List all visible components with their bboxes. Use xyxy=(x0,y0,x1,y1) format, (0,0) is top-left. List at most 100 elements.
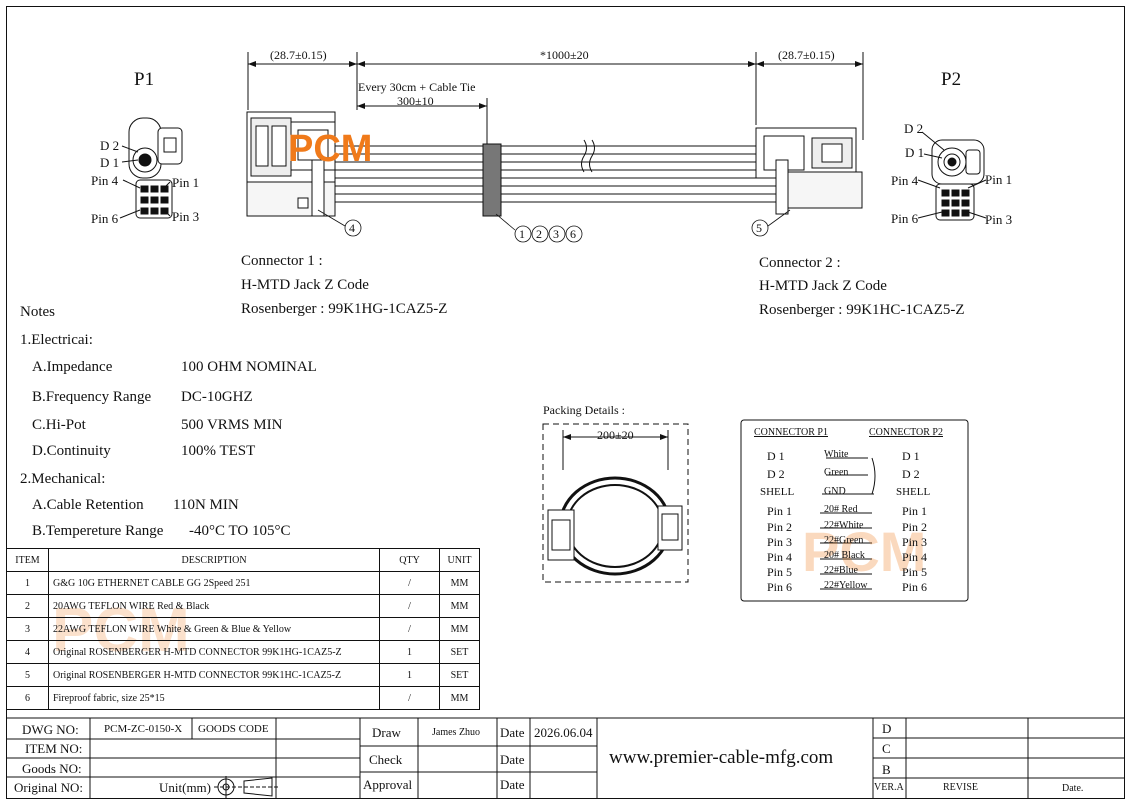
wiring-left: Pin 3 xyxy=(767,535,793,549)
item-no-label: ITEM NO: xyxy=(25,741,83,756)
notes-title: Notes xyxy=(20,304,55,320)
wiring-right: Pin 2 xyxy=(902,520,928,534)
version-label: VER.A xyxy=(874,782,904,793)
retention-label: A.Cable Retention xyxy=(32,497,144,513)
wiring-wire: 22#Blue xyxy=(824,565,858,576)
p2-pin1-label: Pin 1 xyxy=(985,172,1013,187)
goods-no-label: Goods NO: xyxy=(22,761,82,776)
bom-header-item: ITEM xyxy=(6,548,49,572)
wiring-header-p1: CONNECTOR P1 xyxy=(754,427,828,438)
wiring-right: Pin 4 xyxy=(902,550,928,564)
callout-2: 2 xyxy=(536,227,542,241)
draw-date-value: 2026.06.04 xyxy=(534,725,593,740)
wiring-left: Pin 1 xyxy=(767,504,793,518)
draw-label: Draw xyxy=(372,725,401,740)
impedance-value: 100 OHM NOMINAL xyxy=(181,359,317,375)
website: www.premier-cable-mfg.com xyxy=(609,747,834,768)
bom-cell-qty: / xyxy=(379,686,440,710)
p1-title: P1 xyxy=(134,69,155,90)
wiring-right: Pin 3 xyxy=(902,535,928,549)
bom-cell-unit: SET xyxy=(439,663,480,687)
overall-length-dimension: *1000±20 xyxy=(540,48,589,62)
wiring-right: D 1 xyxy=(902,449,920,463)
p2-d2-label: D 2 xyxy=(904,121,924,136)
p1-d1-label: D 1 xyxy=(100,155,120,170)
callout-4: 4 xyxy=(349,221,355,235)
bom-cell-description: 22AWG TEFLON WIRE White & Green & Blue &… xyxy=(47,617,381,641)
approval-date-label: Date xyxy=(500,777,525,792)
p2-pin4-label: Pin 4 xyxy=(891,173,919,188)
p2-d1-label: D 1 xyxy=(905,145,925,160)
bom-cell-item: 1 xyxy=(6,571,49,595)
temperature-value: -40°C TO 105°C xyxy=(189,523,291,539)
bom-cell-qty: 1 xyxy=(379,640,440,664)
bom-cell-qty: / xyxy=(379,617,440,641)
wiring-wire: 22#White xyxy=(824,520,864,531)
wiring-wire: 22#Yellow xyxy=(824,580,868,591)
p2-pin3-label: Pin 3 xyxy=(985,212,1013,227)
bom-cell-unit: MM xyxy=(439,686,480,710)
wiring-right: Pin 5 xyxy=(902,565,928,579)
dwg-label: DWG NO: xyxy=(22,722,79,737)
revise-label: REVISE xyxy=(943,782,978,793)
wiring-wire: 20# Black xyxy=(824,550,865,561)
callout-5: 5 xyxy=(756,221,762,235)
p2-pin6-label: Pin 6 xyxy=(891,211,919,226)
wiring-wire: 22#Green xyxy=(824,535,864,546)
hipot-label: C.Hi-Pot xyxy=(32,417,86,433)
wiring-right: D 2 xyxy=(902,467,920,481)
retention-value: 110N MIN xyxy=(173,497,239,513)
bom-cell-item: 4 xyxy=(6,640,49,664)
frequency-label: B.Frequency Range xyxy=(32,389,152,405)
connector2-title: Connector 2 : xyxy=(759,255,841,271)
connector2-type: H-MTD Jack Z Code xyxy=(759,278,887,294)
bom-cell-unit: MM xyxy=(439,571,480,595)
check-label: Check xyxy=(369,752,403,767)
p1-connector-face xyxy=(119,117,183,219)
callout-1: 1 xyxy=(519,227,525,241)
wiring-wire: White xyxy=(824,449,849,460)
notes-mechanical: 2.Mechanical: xyxy=(20,471,106,487)
wiring-left: Pin 4 xyxy=(767,550,793,564)
right-connector-dimension: (28.7±0.15) xyxy=(778,48,835,62)
wiring-right: Pin 1 xyxy=(902,504,928,518)
bom-header-unit: UNIT xyxy=(439,548,480,572)
rev-c: C xyxy=(882,741,891,756)
frequency-value: DC-10GHZ xyxy=(181,389,253,405)
check-date-label: Date xyxy=(500,752,525,767)
cable-tie-note: Every 30cm + Cable Tie xyxy=(358,80,476,94)
temperature-label: B.Temperetur​e Range xyxy=(32,523,164,539)
continuity-label: D.Continuity xyxy=(32,443,111,459)
bom-header-row: ITEM DESCRIPTION QTY UNIT xyxy=(6,548,480,572)
p1-pin3-label: Pin 3 xyxy=(172,209,200,224)
wiring-header-p2: CONNECTOR P2 xyxy=(869,427,943,438)
impedance-label: A.Impedance xyxy=(32,359,113,375)
draw-value: James Zhuo xyxy=(432,727,481,738)
rev-b: B xyxy=(882,762,891,777)
dimension-lines xyxy=(247,52,864,145)
bom-cell-description: Original ROSENBERGER H-MTD CONNECTOR 99K… xyxy=(47,640,381,664)
wiring-left: Pin 5 xyxy=(767,565,793,579)
title-block-lines xyxy=(6,717,1125,799)
notes-electrical: 1.Electricai: xyxy=(20,332,93,348)
bom-cell-description: G&G 10G ETHERNET CABLE GG 2Speed 251 xyxy=(47,571,381,595)
p1-pin6-label: Pin 6 xyxy=(91,211,119,226)
pcm-watermark: PCM xyxy=(802,520,927,583)
packing-title: Packing Details : xyxy=(543,403,625,417)
wiring-left: D 2 xyxy=(767,467,785,481)
wiring-wire: 20# Red xyxy=(824,504,858,515)
packing-dimension: 200±20 xyxy=(597,428,634,442)
wiring-box xyxy=(740,419,969,602)
wiring-left: D 1 xyxy=(767,449,785,463)
draw-date-label: Date xyxy=(500,725,525,740)
approval-label: Approval xyxy=(363,777,413,792)
bom-cell-item: 3 xyxy=(6,617,49,641)
cable-tie-spacing: 300±10 xyxy=(397,94,434,108)
connector1-part: Rosenberger : 99K1HG-1CAZ5-Z xyxy=(241,301,448,317)
wiring-right: SHELL xyxy=(896,486,931,498)
drawing-frame xyxy=(6,6,1125,799)
bom-cell-unit: MM xyxy=(439,594,480,618)
